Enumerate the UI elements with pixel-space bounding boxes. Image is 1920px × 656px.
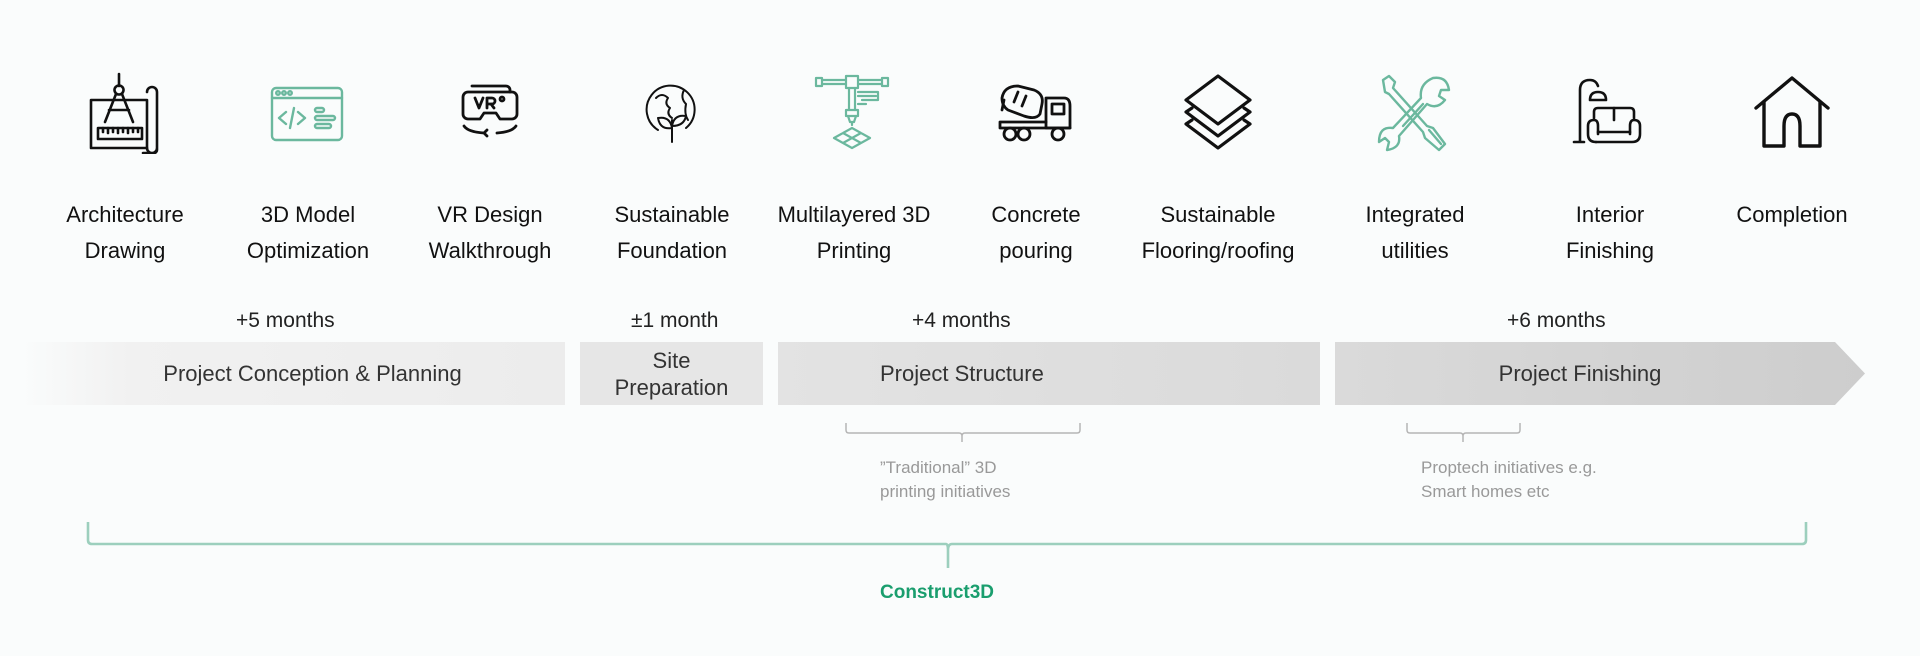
step-label: Sustainable Foundation <box>614 202 730 263</box>
bracket-traditional-3d-printing <box>845 423 1081 442</box>
sofa-lamp-icon <box>1568 70 1652 154</box>
concrete-mixer-truck-icon <box>994 70 1078 154</box>
phase-label: Project Conception & Planning <box>163 361 462 386</box>
vr-headset-icon <box>448 70 532 154</box>
phase-label: Project Structure <box>880 361 1044 386</box>
globe-plant-icon <box>630 70 714 154</box>
step-label: VR Design Walkthrough <box>428 202 552 263</box>
step-label: Integrated utilities <box>1365 202 1465 263</box>
phase-conception-planning: Project Conception & Planning <box>20 342 565 405</box>
phase-label: Project Finishing <box>1498 361 1662 386</box>
phase-finishing: Project Finishing <box>1335 342 1865 405</box>
phase-site-preparation: Site Preparation <box>580 342 763 405</box>
note-traditional-3d-printing: ”Traditional” 3D printing initiatives <box>880 458 1011 501</box>
brand-construct3d: Construct3D <box>880 582 995 603</box>
duration-finishing: +6 months <box>1507 309 1606 332</box>
step-label: Completion <box>1736 202 1848 227</box>
blueprint-compass-icon <box>83 70 167 154</box>
phase-structure: Project Structure <box>778 342 1320 405</box>
wrench-screwdriver-icon <box>1373 70 1457 154</box>
duration-structure: +4 months <box>912 309 1011 332</box>
step-label: Architecture Drawing <box>66 202 184 263</box>
step-label: Interior Finishing <box>1565 202 1655 263</box>
phase-label: Site Preparation <box>614 347 729 400</box>
house-icon <box>1750 70 1834 154</box>
layers-icon <box>1176 70 1260 154</box>
duration-site-preparation: ±1 month <box>631 309 719 332</box>
code-window-icon <box>266 70 350 154</box>
3d-printer-icon <box>812 70 896 154</box>
step-label: 3D Model Optimization <box>246 202 370 263</box>
bracket-construct3d <box>86 522 1808 568</box>
duration-conception: +5 months <box>236 309 335 332</box>
step-label: Sustainable Flooring/roofing <box>1141 202 1295 263</box>
bracket-proptech <box>1406 423 1521 442</box>
note-proptech: Proptech initiatives e.g. Smart homes et… <box>1421 458 1597 501</box>
step-label: Multilayered 3D Printing <box>777 202 931 263</box>
step-label: Concrete pouring <box>991 202 1081 263</box>
